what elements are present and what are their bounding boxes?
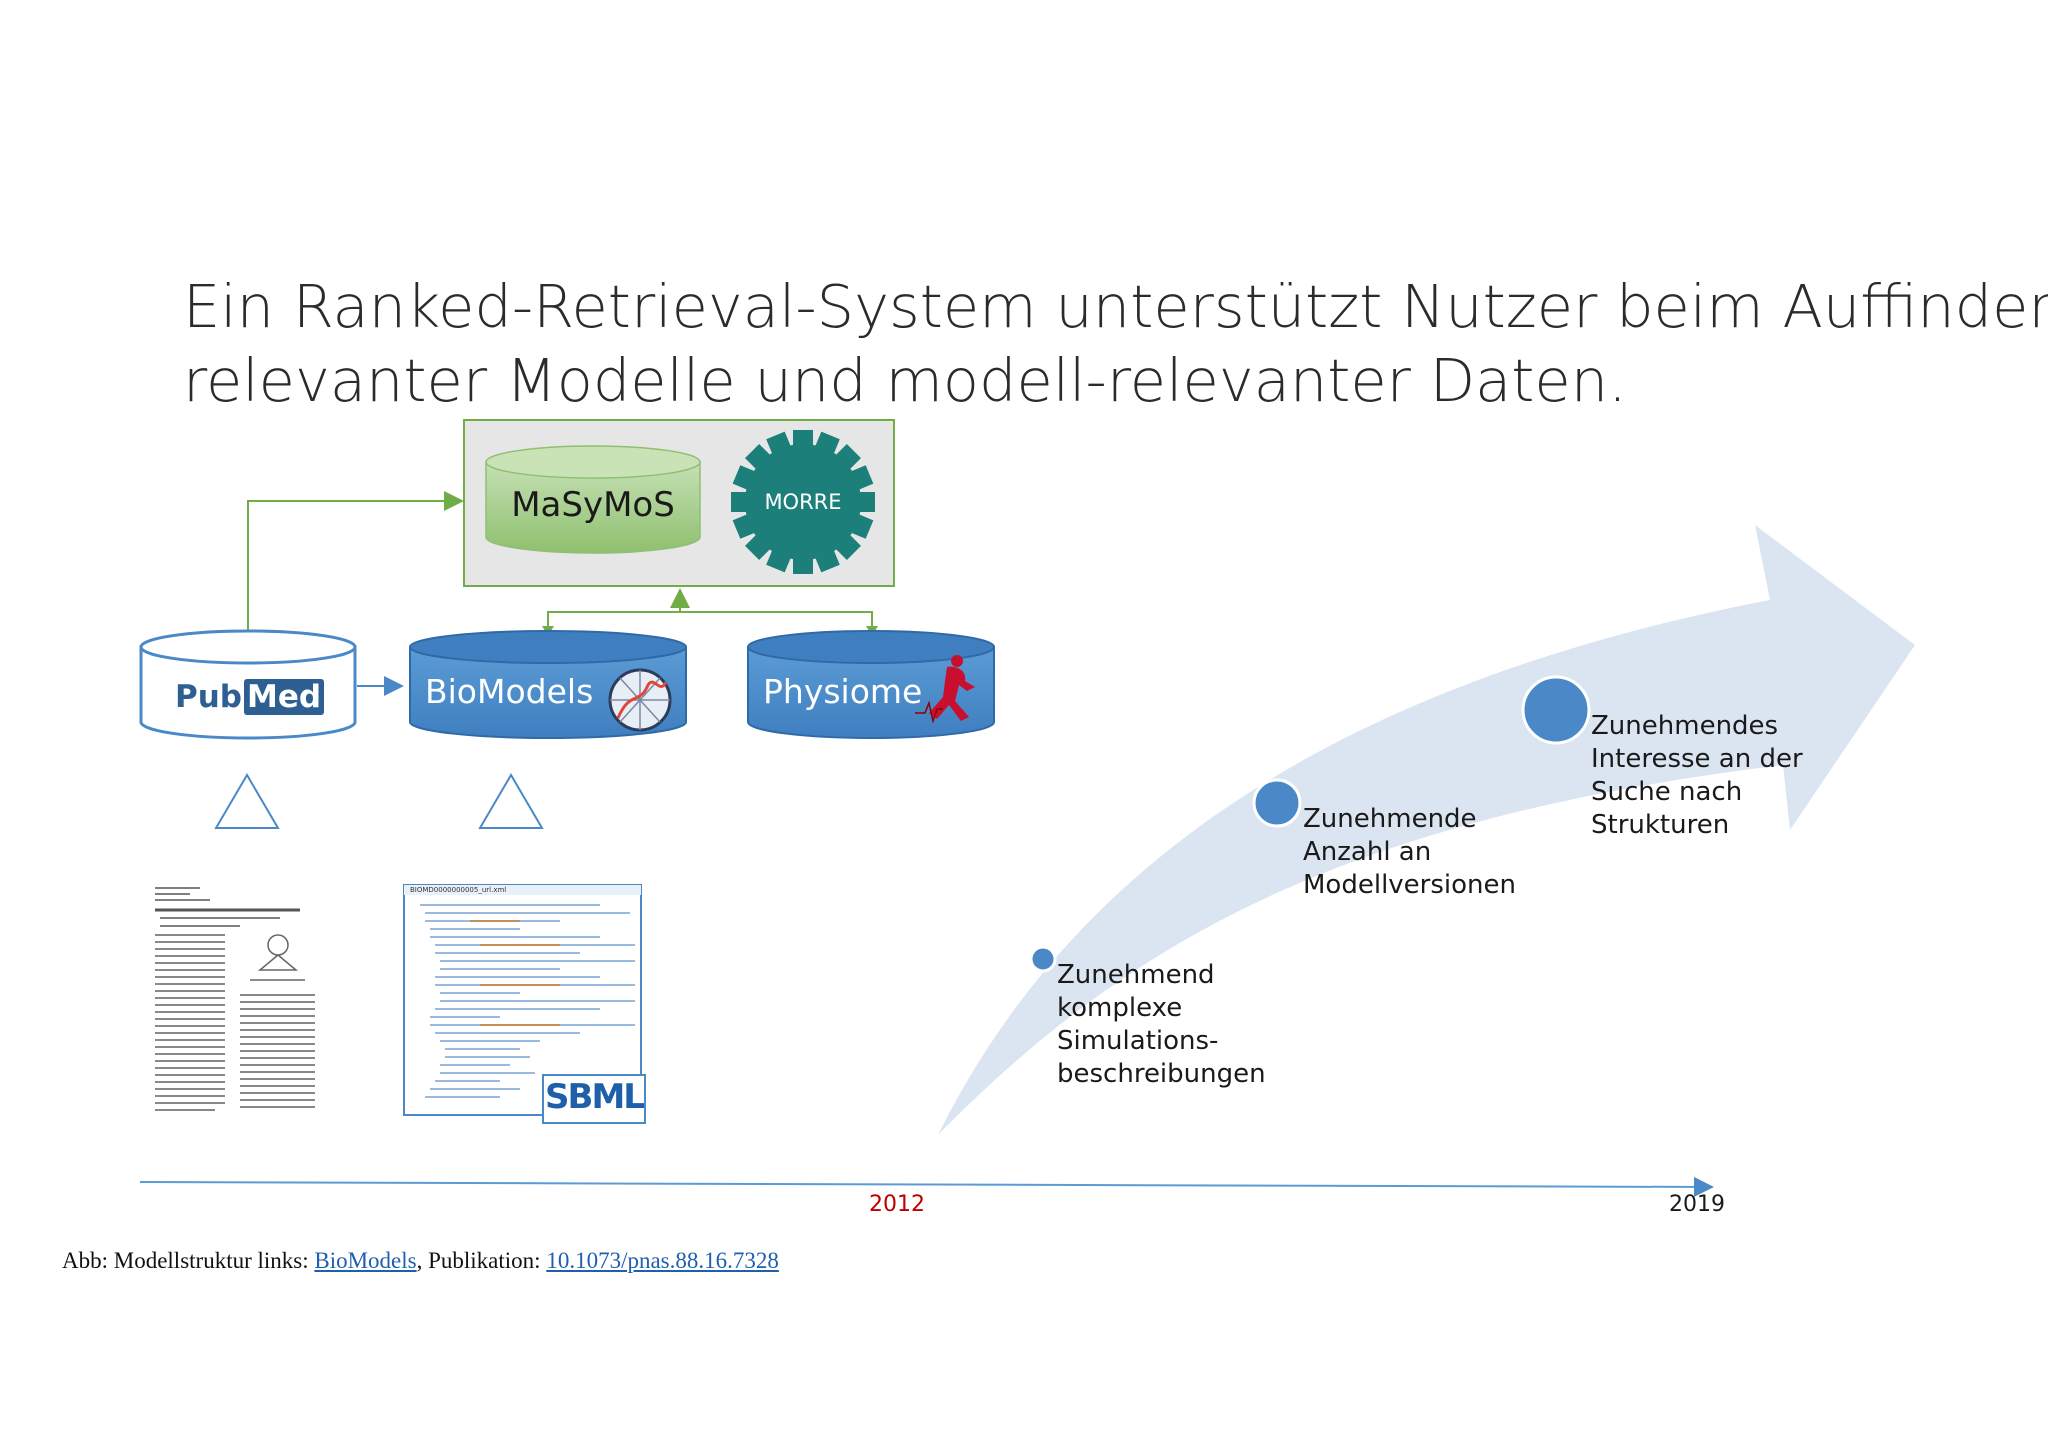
figure-caption: Abb: Modellstruktur links: BioModels, Pu… [62,1248,779,1274]
biomodels-link[interactable]: BioModels [314,1248,417,1273]
bidirectional-connector [547,611,873,630]
pubmed-to-masymos-arrow [247,491,464,635]
milestone-note-3-line: Zunehmendes [1591,711,1779,741]
doi-link[interactable]: 10.1073/pnas.88.16.7328 [546,1248,779,1273]
milestone-dot-medium [1252,778,1302,828]
slide-title-line-1: Ein Ranked-Retrieval-System unterstützt … [183,272,2048,341]
milestone-note-1-line: Zunehmend [1057,960,1215,990]
milestone-note-1-line: beschreibungen [1057,1059,1266,1089]
physiome-runner-icon [915,655,975,724]
milestone-note-2: Zunehmende Anzahl an Modellversionen [1303,803,1516,902]
caption-middle: , Publikation: [416,1248,547,1273]
milestone-note-3: Zunehmendes Interesse an der Suche nach … [1591,710,1803,842]
milestone-dot-small [1029,945,1057,973]
xml-filename: BIOMD0000000005_url.xml [410,886,507,894]
milestone-note-2-line: Anzahl an [1303,837,1432,867]
milestone-note-3-line: Strukturen [1591,810,1730,840]
caption-prefix: Abb: Modellstruktur links: [62,1248,315,1273]
timeline-axis [139,1176,1714,1197]
sbml-logo [542,1074,646,1124]
milestone-note-1: Zunehmend komplexe Simulations- beschrei… [1057,959,1266,1091]
pubmed-logo-part-1: Pub [175,679,242,715]
pubmed-triangle [214,773,280,829]
slide-title-line-2: relevanter Modelle und modell-relevanter… [183,346,1627,415]
biomodels-logo-icon [608,668,672,732]
milestone-dot-large [1521,675,1591,745]
milestone-note-3-line: Suche nach [1591,777,1743,807]
physiome-label: Physiome [763,672,923,711]
biomodels-label: BioModels [425,672,594,711]
slide-title: Ein Ranked-Retrieval-System unterstützt … [183,270,2048,418]
publication-thumbnail [150,880,320,1120]
year-2012: 2012 [869,1192,925,1217]
sbml-logo-text: SBML [545,1077,645,1117]
milestone-note-2-line: Zunehmende [1303,804,1477,834]
morre-label: MORRE [764,490,842,514]
milestone-note-1-line: komplexe [1057,993,1183,1023]
milestone-note-1-line: Simulations- [1057,1026,1219,1056]
milestone-note-3-line: Interesse an der [1591,744,1803,774]
masymos-label: MaSyMoS [511,485,675,525]
milestone-note-2-line: Modellversionen [1303,870,1516,900]
masymos-database [485,445,701,554]
growth-arrow [938,525,1915,1135]
pubmed-logo-part-2: Med [243,679,325,715]
year-2019: 2019 [1669,1192,1725,1217]
biomodels-triangle [478,773,544,829]
